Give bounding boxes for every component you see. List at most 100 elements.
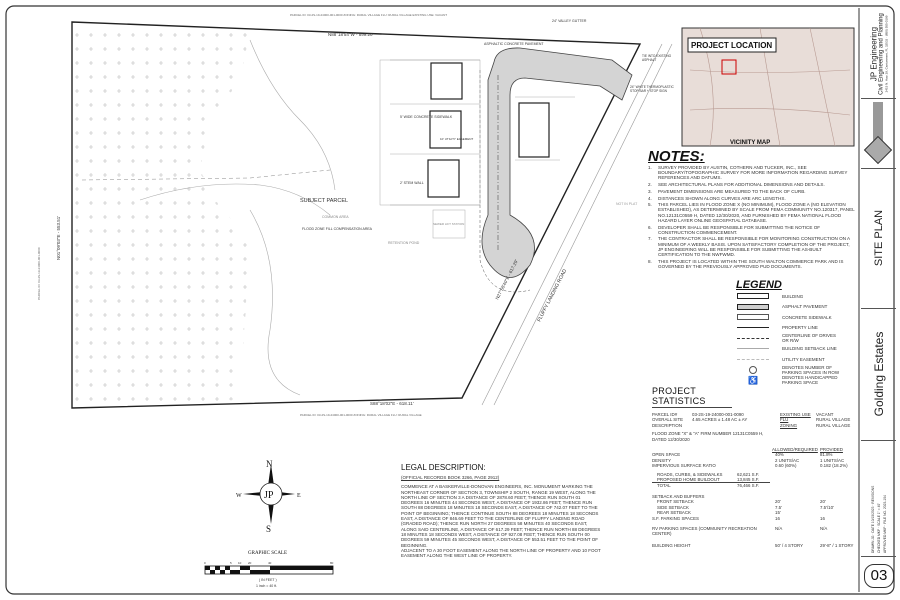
area-value: 76,466 S.F. [737,483,760,489]
setback-allowed: N/A [775,525,783,531]
site-label: OVERALL SITE DESCRIPTION [652,417,684,428]
setback-allowed: 50' / 4 STORY [775,542,804,548]
south-line-bearing: S88°18'02"E - 618.11' [370,401,414,406]
west-line-bearing: N01°09'03"E - 553.51' [56,216,61,260]
sidewalk-symbol [737,314,769,321]
note-item: 1.Survey provided by Austin, Cothern and… [648,165,856,181]
flood-zone-text: FLOOD ZONE "X" & "A" FIRM NUMBER 12131C0… [652,431,764,442]
legend-label: BUILDING [782,293,804,299]
legend-item: UTILITY EASEMENT [736,354,856,365]
project-location-text: PROJECT LOCATION [691,41,772,50]
asphalt-symbol [737,303,769,310]
sidewalk-label: 5' WIDE CONCRETE SIDEWALK [400,115,453,119]
note-text: This parcel lies in flood zone X (no min… [658,202,855,223]
common-area-label: COMMON AREA [322,215,349,219]
sheet-title: SITE PLAN [872,209,885,267]
north-line-bearing: N88°18'54"W - 899.20' [328,32,374,37]
scale-label: SCALE [876,515,881,526]
legend-label: CONCRETE SIDEWALK [782,314,832,320]
setback-provided: N/A [820,525,828,531]
legal-description: LEGAL DESCRIPTION: (OFFICIAL RECORDS BOO… [401,463,601,558]
firm-address: 2415 N. Hwy 29, Cantonment, FL 32533 · (… [884,15,888,93]
stem-wall-label: 2' STEM WALL [400,181,424,185]
legend: LEGEND BUILDING ASPHALT PAVEMENT CONCRET… [736,279,856,386]
note-item: 5.This parcel lies in flood zone X (no m… [648,202,855,223]
setback-label: S.F. PARKING SPACES [652,515,699,521]
adjacent-parcel-label: PARCEL ID: 03-2S-19-24000-001-0000 ZONIN… [290,13,447,17]
scale-tick: 5 [230,561,232,565]
drawn-label: DRAWN [870,540,875,553]
sidewalk-line [479,70,531,293]
note-text: See architectural plans for additional d… [658,182,825,188]
legal-easement: ADJACENT TO A 30 FOOT EASEMENT ALONG THE… [401,547,601,559]
file-label: FILE NO. [882,509,887,524]
asphalt-road [481,47,633,278]
setback-label: BUILDING HEIGHT [652,542,691,548]
valley-gutter-label: 24" VALLEY GUTTER [552,19,587,23]
legend-item: CONCRETE SIDEWALK [736,312,856,323]
note-item: 7.The contractor shall be responsible fo… [648,236,856,257]
note-item: 2.See architectural plans for additional… [648,182,825,188]
note-item: 4.Distances shown along curves are arc l… [648,195,786,201]
project-statistics: PROJECT STATISTICS PARCEL ID#03-2S-19-24… [652,386,857,548]
setback-provided: 7.5'/10' [820,504,834,510]
stat-provided: 1 UNITS/AC [820,457,845,463]
scale-units: ( IN FEET ) [259,578,277,582]
area-label: PROPOSED HOME BUILDOUT [657,477,720,483]
contour-line [139,183,331,216]
retention-pond-label: RETENTION POND [388,241,420,245]
legend-label: BUILDING SETBACK LINE [782,346,837,352]
parking-count-icon [749,365,757,374]
checked-value: MKP [876,528,881,536]
note-text: Survey provided by Austin, Cothern and T… [658,165,848,181]
graphic-scale-bar [204,565,334,575]
scale-tick: 10 [238,561,242,565]
tie-in-label: TIE INTO EXISTING ASPHALT [642,54,672,62]
sheet-title-block: SITE PLAN [861,168,896,309]
asphalt-pavement-label: ASPHALTIC CONCRETE PAVEMENT [484,42,544,46]
date-label: DATE [870,524,875,533]
north-arrow [243,464,295,524]
stat-allowed: 0.60 (60%) [775,463,797,469]
note-text: Developer shall be responsible for submi… [658,224,821,235]
property-line-symbol [737,327,769,329]
approved-value: MKP [882,526,887,534]
note-text: The contractor shall be responsible for … [658,236,850,258]
legend-label: DENOTES HANDICAPPED PARKING SPACE [782,375,838,386]
setback-allowed: 7.5' [775,504,782,510]
zoning-value: RURAL VILLAGE [816,422,851,428]
col-provided: PROVIDED [820,447,843,453]
area-value: 62,621 S.F. [737,471,760,477]
parcel-label: PARCEL ID# [652,412,678,417]
zoning-label: ZONING [780,422,798,428]
note-item: 3.Pavement dimensions are measured to th… [648,188,806,194]
note-text: This project is located within the South… [658,258,844,269]
legend-title: LEGEND [736,279,782,291]
subject-parcel-label: SUBJECT PARCEL [300,198,348,204]
col-allowed: ALLOWED/REQUIRED [772,447,818,453]
scale-tick: 0 [204,561,206,565]
west-parcel-label: PARCEL ID: 03-2S-19-24000-001-0000 [37,247,41,300]
flu-label: FLU [780,417,789,423]
legend-item: CENTERLINE OF DRIVES OR R/W [736,333,856,344]
area-label: TOTAL [657,483,671,489]
notes-title: NOTES: [648,148,705,165]
building-symbol [737,293,769,300]
building-lot-4 [518,102,550,158]
setback-symbol [737,348,769,350]
contour-line [249,39,336,191]
property-boundary [71,21,642,409]
date-value: 10/15/2023 [870,506,875,524]
seal-bar [873,102,883,142]
site-value: 4.65 ACRES ± 1.48 AC ± AY [692,417,748,423]
stat-allowed: 40% [775,452,784,458]
stat-label: OPEN SPACE [652,452,681,458]
flu-value: RURAL VILLAGE [816,417,851,423]
stat-provided: 81.8% [820,452,833,458]
existing-use-label: EXISTING USE [780,412,811,417]
